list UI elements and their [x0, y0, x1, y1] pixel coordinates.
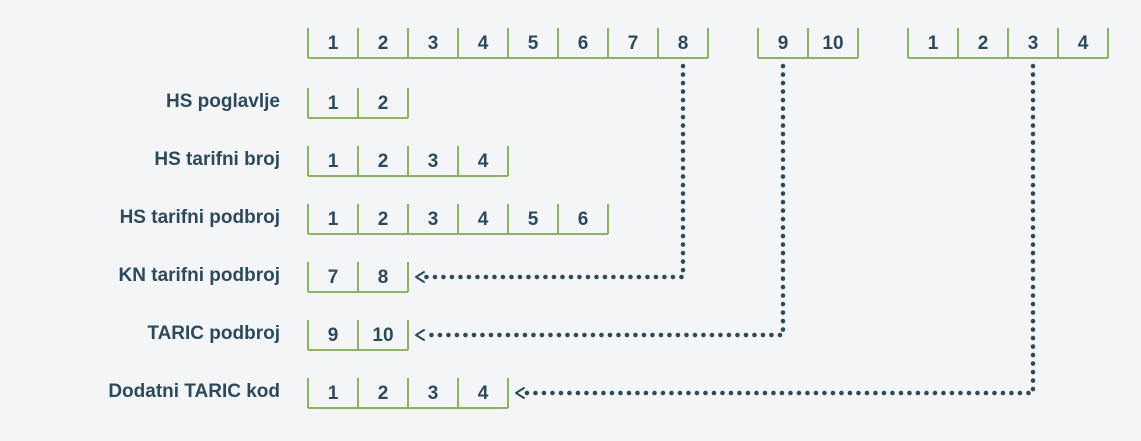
top-digit-cell: 8 [677, 33, 689, 54]
row-digit-cell: 8 [377, 267, 389, 288]
row-digit-cell: 4 [477, 209, 489, 230]
connector-arrowhead [415, 271, 425, 283]
row-digit-cell: 4 [477, 151, 489, 172]
top-digit-cell: 7 [627, 33, 639, 54]
row-digit-cell: 3 [427, 383, 439, 404]
row-digit-cell: 1 [327, 383, 339, 404]
row-label-hs-subheading: HS tarifni podbroj [119, 207, 280, 228]
top-digit-cell: 4 [477, 33, 489, 54]
top-digit-cell: 4 [1077, 33, 1089, 54]
row-digit-cell: 9 [327, 325, 339, 346]
top-digit-cell: 9 [777, 33, 789, 54]
row-digit-cell: 1 [327, 93, 339, 114]
row-digit-cell: 4 [477, 383, 489, 404]
row-label-additional-taric: Dodatni TARIC kod [108, 381, 280, 402]
row-digit-cell: 3 [427, 209, 439, 230]
connector-arrowhead [415, 329, 425, 341]
row-label-kn-subheading: KN tarifni podbroj [118, 265, 280, 286]
row-digit-cell: 3 [427, 151, 439, 172]
top-digit-cell: 2 [977, 33, 989, 54]
top-digit-cell: 1 [327, 33, 339, 54]
row-label-taric-subheading: TARIC podbroj [147, 323, 280, 344]
connector-dotted-line [523, 63, 1036, 396]
connector-dotted-line [423, 63, 786, 338]
top-digit-cell: 10 [822, 33, 844, 54]
connector-arrowhead [515, 387, 525, 399]
row-digit-cell: 2 [377, 93, 389, 114]
row-digit-cell: 1 [327, 209, 339, 230]
top-digit-cell: 5 [527, 33, 539, 54]
row-digit-cell: 2 [377, 383, 389, 404]
top-digit-cell: 2 [377, 33, 389, 54]
row-digit-cell: 6 [577, 209, 589, 230]
top-digit-cell: 6 [577, 33, 589, 54]
row-digit-cell: 5 [527, 209, 539, 230]
row-digit-cell: 2 [377, 209, 389, 230]
row-digit-cell: 2 [377, 151, 389, 172]
top-digit-cell: 3 [1027, 33, 1039, 54]
row-label-hs-chapter: HS poglavlje [165, 91, 280, 112]
top-digit-cell: 1 [927, 33, 939, 54]
row-digit-cell: 7 [327, 267, 339, 288]
row-label-hs-heading: HS tarifni broj [154, 149, 280, 170]
row-digit-cell: 1 [327, 151, 339, 172]
row-digit-cell: 10 [372, 325, 394, 346]
top-digit-cell: 3 [427, 33, 439, 54]
connector-dotted-line [423, 63, 686, 280]
